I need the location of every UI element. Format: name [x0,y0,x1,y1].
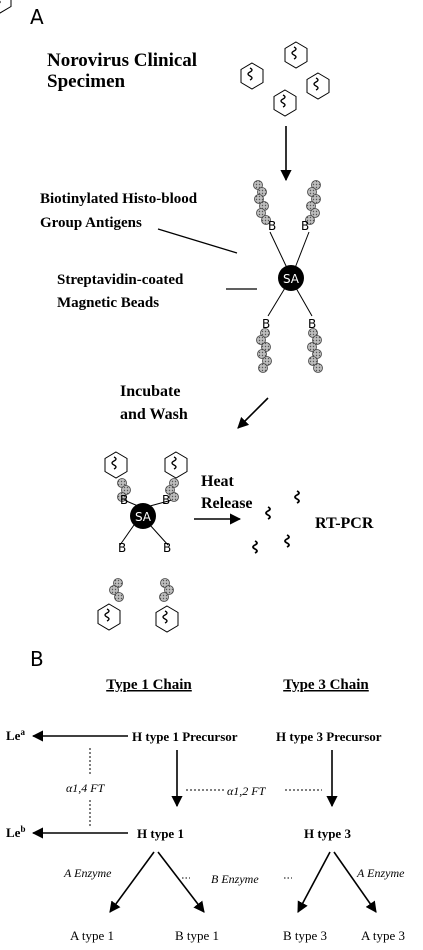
biotin-label: B [268,219,276,233]
h-type1: H type 1 [137,826,184,841]
a-enzyme-type1-label: A Enzyme [63,866,112,880]
captured-virus [97,603,121,631]
alpha14-ft-label: α1,4 FT [66,781,106,795]
arrow-to-b-type1 [157,851,205,913]
antigen-chain [307,328,323,373]
alpha12-ft-label: α1,2 FT [227,784,267,798]
beads-label-line2: Magnetic Beads [57,295,159,311]
biotin-label: B [262,317,270,331]
a-type3-product: A type 3 [361,928,405,943]
hbga-pointer-line [157,228,238,254]
released-rna-strands [252,490,300,554]
hbga-label-line1: Biotinylated Histo-blood [40,191,198,207]
biotin-label: B [308,317,316,331]
specimen-title-line1: Norovirus Clinical [47,50,197,71]
sa-label: SA [283,272,300,286]
arrow-to-b-type3 [297,851,331,913]
bead-complex-with-virus: B B B B SA [97,451,188,633]
sa-label: SA [135,510,152,524]
antigen-chain [253,180,271,225]
antigen-chain [117,478,131,502]
b-type3-product: B type 3 [283,928,327,943]
type1-chain-header: Type 1 Chain [106,677,192,693]
virus-particle [273,89,297,117]
beads-label-line1: Streptavidin-coated [57,272,184,288]
incubate-label-line1: Incubate [120,383,180,400]
streptavidin-bead [130,503,156,529]
norovirus-particles [0,0,330,117]
antigen-chain [159,578,174,602]
antigen-chain [109,578,124,602]
heat-label-line1: Heat [201,473,235,490]
heat-label-line2: Release [201,495,253,512]
virus-particle [0,0,12,14]
lewis-b-label: Leb [6,824,25,840]
biotin-label: B [301,219,309,233]
streptavidin-bead [278,265,304,291]
hbga-label-line2: Group Antigens [40,215,142,231]
biotin-label: B [163,541,171,555]
antigen-chain [305,180,321,225]
captured-virus [164,451,188,479]
virus-particle [284,41,308,69]
b-type1-product: B type 1 [175,928,219,943]
arrow-to-a-type1 [109,851,155,913]
h-type3: H type 3 [304,826,351,841]
panel-a-letter: A [30,5,44,29]
bead-complex-with-antigens: B B B B SA [253,180,323,373]
h-type3-precursor: H type 3 Precursor [276,729,382,744]
a-type1-product: A type 1 [70,928,114,943]
b-enzyme-label: B Enzyme [211,872,259,886]
lewis-a-label: Lea [6,727,25,743]
arrow-incubate [237,397,269,429]
virus-particle [240,62,264,90]
type3-chain-header: Type 3 Chain [283,677,369,693]
panel-b-letter: B [30,647,44,671]
antigen-chain [165,478,179,502]
biotin-label: B [118,541,126,555]
h-type1-precursor: H type 1 Precursor [132,729,238,744]
specimen-title-line2: Specimen [47,71,126,92]
captured-virus [155,605,179,633]
virus-particle [306,72,330,100]
a-enzyme-type3-label: A Enzyme [356,866,405,880]
incubate-label-line2: and Wash [120,406,188,423]
arrow-to-a-type3 [333,851,377,913]
biotin-label: B [120,493,128,507]
antigen-chain [256,328,272,373]
rtpcr-label: RT-PCR [315,515,374,532]
captured-virus [104,451,128,479]
biotin-label: B [162,493,170,507]
